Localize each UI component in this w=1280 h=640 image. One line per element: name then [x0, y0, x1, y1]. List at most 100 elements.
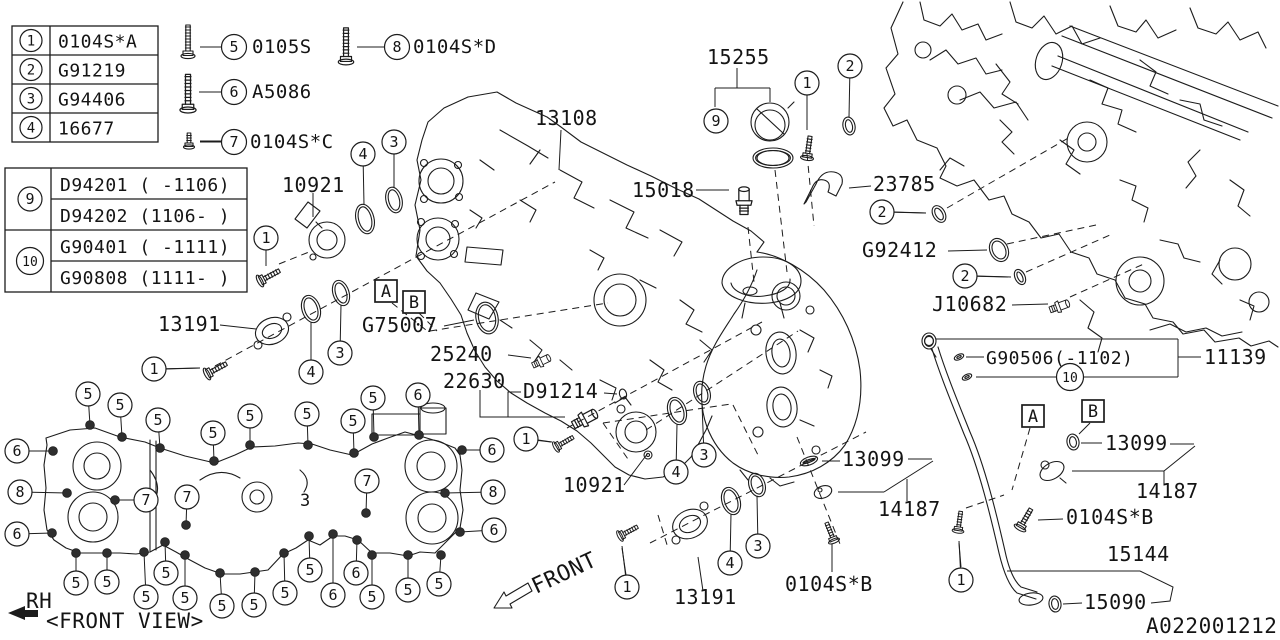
oring [692, 380, 712, 406]
part-label: 13191 [674, 585, 737, 609]
callout-7: 7 [174, 484, 200, 530]
cylinder-head-and-filler-line-art [701, 101, 862, 487]
part-label: 0104S*B [785, 572, 873, 596]
ref-box-A: A [374, 279, 398, 303]
oring [475, 301, 499, 335]
svg-text:5: 5 [71, 574, 80, 592]
svg-text:5: 5 [367, 588, 376, 606]
svg-text:G90808 (1111- ): G90808 (1111- ) [60, 268, 230, 289]
bolt-point-dot [71, 548, 81, 558]
svg-text:0104S*D: 0104S*D [413, 36, 497, 58]
callout-5: 5 [172, 550, 198, 611]
oring [799, 455, 819, 467]
bolt-point-dot [279, 548, 289, 558]
callout-4: 4 [298, 322, 324, 385]
svg-text:7: 7 [229, 133, 238, 151]
svg-text:5: 5 [245, 407, 254, 425]
svg-text:5: 5 [161, 564, 170, 582]
callout-1: 1 [513, 426, 552, 452]
svg-text:0104S*C: 0104S*C [250, 131, 334, 153]
bolt-point-dot [349, 448, 359, 458]
callout-5: 5 [75, 381, 101, 430]
oring [842, 116, 856, 136]
oring [961, 373, 973, 381]
valve-15018-icon [735, 186, 753, 216]
svg-text:A5086: A5086 [252, 81, 312, 103]
sensor-25240-icon [529, 351, 553, 371]
svg-text:6: 6 [489, 521, 498, 539]
svg-text:9: 9 [25, 190, 34, 208]
callout-1: 1 [794, 70, 820, 130]
part-label: 23785 [873, 172, 936, 196]
callout-3: 3 [381, 129, 407, 188]
callout-5: 5 [241, 567, 267, 618]
part-label: 10921 [282, 173, 345, 197]
bolt-point-dot [110, 495, 120, 505]
part-label: 15018 [632, 178, 695, 202]
svg-text:6: 6 [328, 586, 337, 604]
svg-text:A: A [1028, 407, 1038, 427]
svg-text:5: 5 [368, 389, 377, 407]
bolt-point-dot [62, 488, 72, 498]
bolt-point-dot [455, 527, 465, 537]
svg-text:0105S: 0105S [252, 36, 312, 58]
bolt-icon [951, 510, 968, 535]
bolt-point-dot [155, 443, 165, 453]
svg-text:5: 5 [348, 412, 357, 430]
callout-5: 5 [145, 407, 171, 453]
bolt-point-dot [328, 529, 338, 539]
svg-text:7: 7 [182, 488, 191, 506]
svg-text:8: 8 [392, 38, 401, 56]
svg-text:D94202 (1106- ): D94202 (1106- ) [60, 206, 230, 227]
axis-dashed-lines [214, 136, 1147, 549]
svg-text:1: 1 [622, 578, 631, 596]
oring [1066, 433, 1080, 451]
svg-text:5: 5 [153, 411, 162, 429]
bolt-point-dot [209, 456, 219, 466]
callout-5: 5 [107, 392, 133, 442]
callout-1: 1 [253, 225, 279, 266]
svg-text:5: 5 [141, 588, 150, 606]
callout-1: 1 [948, 540, 974, 593]
svg-text:2: 2 [845, 57, 854, 75]
svg-text:4: 4 [671, 463, 680, 481]
svg-text:3: 3 [699, 446, 708, 464]
svg-text:5: 5 [302, 405, 311, 423]
svg-text:7: 7 [362, 472, 371, 490]
sensor-22630-icon [569, 405, 601, 433]
bolt-point-dot [117, 432, 127, 442]
oring [988, 237, 1010, 263]
bolt-point-dot [139, 547, 149, 557]
part-label: 11139 [1204, 345, 1267, 369]
svg-text:1: 1 [261, 229, 270, 247]
oring [921, 332, 937, 350]
callout-5: 5 [360, 385, 386, 442]
svg-text:1: 1 [27, 34, 35, 50]
callout-5: 5 [133, 547, 159, 610]
callout-4: 4 [350, 141, 376, 206]
svg-text:2: 2 [27, 63, 35, 79]
bolt-icon [180, 24, 196, 60]
bolt-icon [820, 519, 841, 546]
ref-box-B: B [402, 290, 426, 314]
svg-text:2: 2 [960, 267, 969, 285]
svg-text:5: 5 [102, 573, 111, 591]
svg-text:D94201 ( -1106): D94201 ( -1106) [60, 175, 230, 196]
bolt-icon [337, 27, 355, 66]
svg-text:5: 5 [305, 561, 314, 579]
svg-text:16677: 16677 [58, 119, 115, 140]
callout-10: 10 [1055, 362, 1085, 392]
svg-text:1: 1 [521, 430, 530, 448]
svg-text:A: A [381, 282, 391, 302]
svg-text:6: 6 [12, 525, 21, 543]
oring [752, 147, 794, 169]
svg-text:4: 4 [725, 554, 734, 572]
oring [1013, 268, 1027, 286]
oring [618, 388, 628, 400]
bolt-point-dot [48, 446, 58, 456]
oring [747, 472, 767, 498]
bolt-icon [550, 431, 577, 454]
